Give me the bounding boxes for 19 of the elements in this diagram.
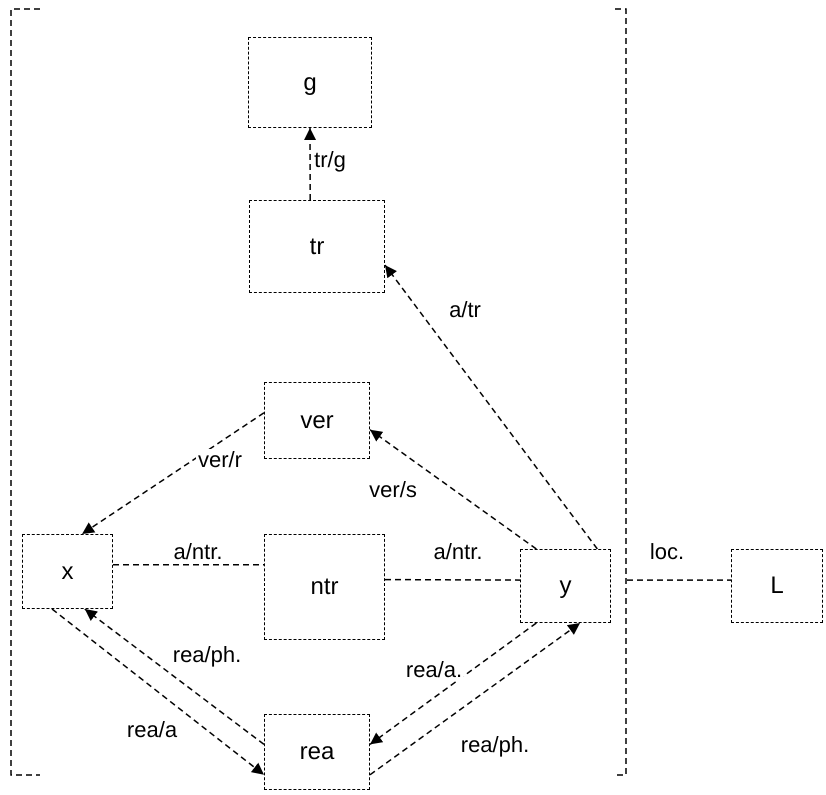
dashed-box: y <box>520 549 611 623</box>
dashed-box: g <box>248 37 372 128</box>
arrow <box>52 608 264 776</box>
connector-line <box>627 579 731 581</box>
arrow <box>384 264 598 550</box>
dashed-box: x <box>22 534 113 609</box>
arrow <box>82 412 264 535</box>
dashed-box: rea <box>264 714 370 790</box>
dashed-box: L <box>731 549 823 623</box>
connector-line <box>385 578 520 581</box>
dashed-box: tr <box>249 200 385 293</box>
dashed-box: ntr <box>264 534 385 640</box>
arrow <box>304 128 316 200</box>
arrow <box>370 622 580 776</box>
connector-line <box>113 564 264 566</box>
dashed-box: ver <box>264 382 370 459</box>
arrow <box>370 429 537 550</box>
arrow <box>370 622 537 745</box>
arrow <box>84 608 264 745</box>
